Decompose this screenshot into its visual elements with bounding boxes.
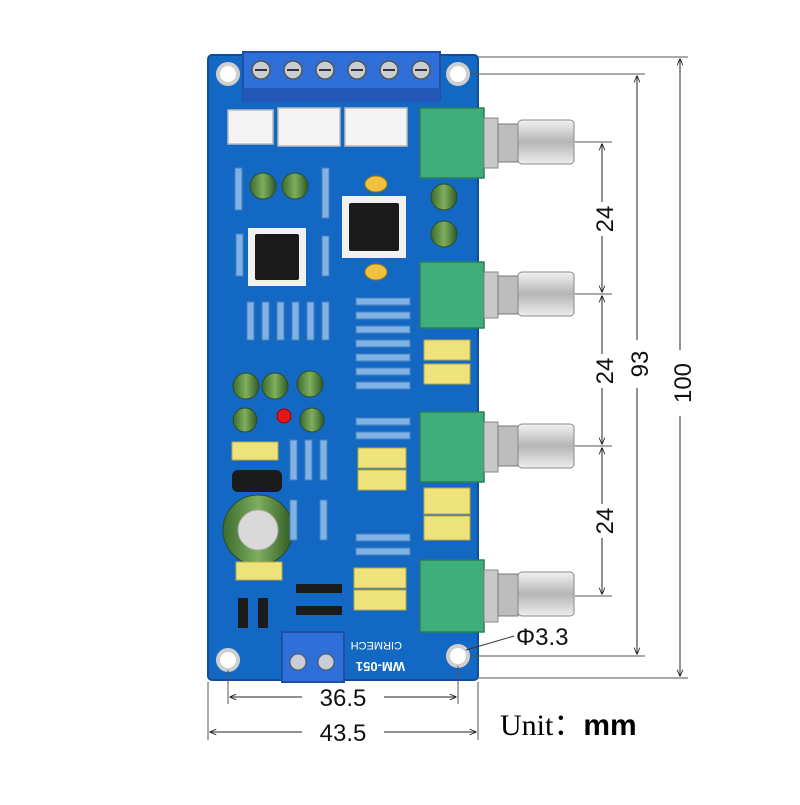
dim-hole-diameter-label: Φ3.3 bbox=[516, 624, 569, 651]
potentiometers bbox=[419, 107, 575, 633]
unit-caption: Unit：mm bbox=[500, 700, 637, 744]
model-label: WM-051 bbox=[356, 659, 405, 674]
dim-93-label: 93 bbox=[627, 351, 654, 378]
screw-terminal-top bbox=[242, 51, 441, 102]
film-capacitors bbox=[231, 339, 471, 611]
dimension-label-masks bbox=[302, 202, 693, 746]
black-components bbox=[232, 470, 342, 628]
potentiometer-3 bbox=[419, 411, 575, 483]
resistor-arrays bbox=[234, 167, 411, 556]
white-connectors bbox=[227, 107, 408, 147]
unit-value: mm bbox=[583, 709, 637, 742]
potentiometer-2 bbox=[419, 261, 575, 329]
ic-chips bbox=[248, 196, 406, 286]
mounting-holes bbox=[216, 62, 470, 672]
hole-bottom-right bbox=[446, 644, 470, 668]
capacitors bbox=[222, 172, 458, 566]
potentiometer-1 bbox=[419, 107, 575, 179]
dim-36-5-label: 36.5 bbox=[320, 685, 367, 712]
dim-spacing-1-label: 24 bbox=[592, 206, 619, 233]
dim-spacing-3-label: 24 bbox=[592, 508, 619, 535]
hole-bottom-left bbox=[216, 648, 240, 672]
small-caps bbox=[364, 175, 388, 281]
led-indicator bbox=[276, 408, 292, 424]
dim-100-label: 100 bbox=[670, 363, 697, 403]
dim-43-5-label: 43.5 bbox=[320, 720, 367, 747]
hole-top-left bbox=[216, 62, 240, 86]
screw-terminal-bottom bbox=[281, 631, 345, 683]
unit-label: Unit： bbox=[500, 709, 584, 742]
potentiometer-4 bbox=[419, 559, 575, 633]
maker-label: CIRMECH bbox=[351, 639, 402, 651]
hole-top-right bbox=[446, 62, 470, 86]
dim-spacing-2-label: 24 bbox=[592, 358, 619, 385]
